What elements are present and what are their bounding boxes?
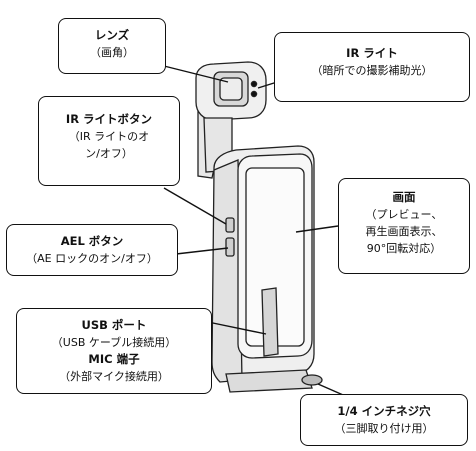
screen-desc-3: 90°回転対応） xyxy=(366,242,442,255)
usb-desc: （USB ケーブル接続用） xyxy=(51,336,177,349)
tripod-hole-shape xyxy=(301,374,323,386)
leader-ir-button xyxy=(163,187,227,225)
callout-lens: レンズ （画角） xyxy=(58,18,166,74)
base xyxy=(225,369,313,393)
callout-screen: 画面 （プレビュー、 再生画面表示、 90°回転対応） xyxy=(338,178,470,274)
ir-light-dot xyxy=(250,90,258,98)
leader-ael xyxy=(175,247,229,255)
ir-button-desc-2: ン/オフ） xyxy=(85,147,133,160)
leader-screen xyxy=(295,225,339,233)
leader-lens xyxy=(155,63,229,83)
leader-usb xyxy=(207,321,267,335)
mic-title: MIC 端子 xyxy=(88,352,140,366)
callout-ael: AEL ボタン （AE ロックのオン/オフ） xyxy=(6,224,178,276)
callout-ir-button: IR ライトボタン （IR ライトのオ ン/オフ） xyxy=(38,96,180,186)
tripod-title: 1/4 インチネジ穴 xyxy=(337,404,431,418)
ir-button-desc-1: （IR ライトのオ xyxy=(68,130,150,143)
callout-usb-mic: USB ポート （USB ケーブル接続用） MIC 端子 （外部マイク接続用） xyxy=(16,308,212,394)
port-cover xyxy=(261,287,279,357)
usb-title: USB ポート xyxy=(81,318,147,332)
lens-title: レンズ xyxy=(94,28,130,42)
ael-desc: （AE ロックのオン/オフ） xyxy=(26,252,158,265)
ir-button-shape xyxy=(225,217,235,233)
screen-desc-1: （プレビュー、 xyxy=(365,208,443,221)
callout-tripod: 1/4 インチネジ穴 （三脚取り付け用） xyxy=(300,394,468,446)
ir-light-desc: （暗所での撮影補助光） xyxy=(311,64,433,77)
screen-title: 画面 xyxy=(392,190,416,204)
lens-desc: （画角） xyxy=(90,46,134,59)
ir-light-dot xyxy=(250,80,258,88)
ael-title: AEL ボタン xyxy=(60,234,124,248)
mic-desc: （外部マイク接続用） xyxy=(59,370,169,383)
ael-button-shape xyxy=(225,237,235,257)
tripod-desc: （三脚取り付け用） xyxy=(334,422,434,435)
screen-desc-2: 再生画面表示、 xyxy=(365,225,443,238)
callout-ir-light: IR ライト （暗所での撮影補助光） xyxy=(274,32,470,102)
ir-button-title: IR ライトボタン xyxy=(65,112,153,126)
ir-light-title: IR ライト xyxy=(346,46,398,60)
